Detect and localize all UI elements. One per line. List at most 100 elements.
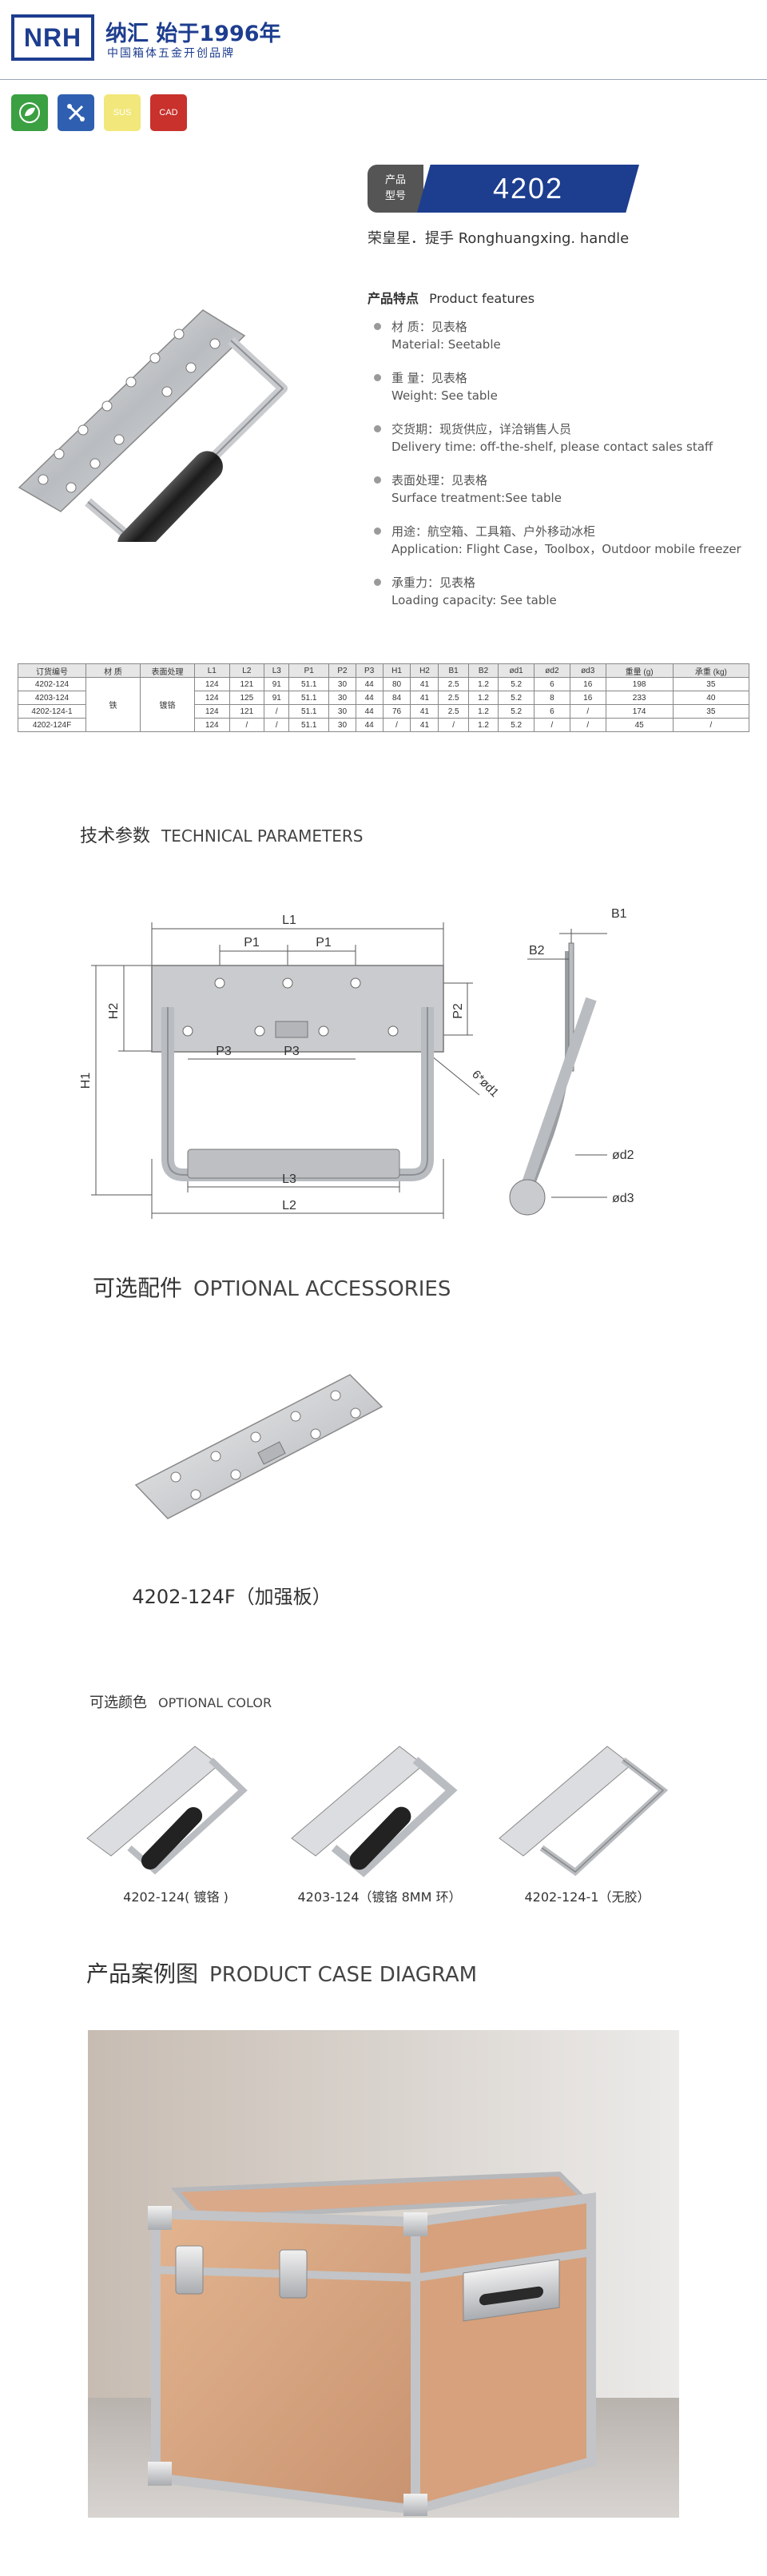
dim-d3: ød3 xyxy=(612,1192,634,1205)
table-row: 4202-124F 124 / / 51.1 30 44 / 41 / 1.2 … xyxy=(18,718,750,732)
bullet-icon xyxy=(374,476,381,484)
feature-list: 材 质：见表格 Material: Seetable 重 量：见表格 Weigh… xyxy=(374,318,765,625)
feature-item: 材 质：见表格 Material: Seetable xyxy=(374,318,765,353)
dim-l1: L1 xyxy=(282,914,296,927)
dim-p1: P1 xyxy=(316,936,332,950)
table-cell: 2.5 xyxy=(438,704,469,719)
table-cell: 6 xyxy=(534,704,570,719)
col-header: P1 xyxy=(288,663,330,678)
technical-title-en: TECHNICAL PARAMETERS xyxy=(161,826,364,846)
table-cell: / xyxy=(438,718,469,732)
features-title-zh: 产品特点 xyxy=(368,291,419,306)
color-caption-8mm: 4203-124（镀铬 8MM 环） xyxy=(297,1889,462,1905)
dim-h1: H1 xyxy=(80,1073,93,1089)
table-cell: 30 xyxy=(328,704,356,719)
table-cell: 1.2 xyxy=(467,704,499,719)
feature-en: Loading capacity: See table xyxy=(391,593,557,607)
model-label-badge: 产品 型号 xyxy=(368,165,423,213)
table-cell: 6 xyxy=(534,677,570,691)
product-photo xyxy=(18,309,288,542)
table-cell: 35 xyxy=(672,677,750,691)
table-cell: 91 xyxy=(264,677,290,691)
colors-title-en: OPTIONAL COLOR xyxy=(158,1695,272,1710)
case-title-zh: 产品案例图 xyxy=(86,1961,199,1987)
col-header: L2 xyxy=(229,663,265,678)
dim-b1: B1 xyxy=(611,907,627,921)
dim-p3: P3 xyxy=(216,1045,232,1058)
col-header: 材 质 xyxy=(85,663,141,678)
features-title-en: Product features xyxy=(429,291,535,306)
table-cell: 16 xyxy=(569,691,606,705)
feature-item: 用途：航空箱、工具箱、户外移动冰柜 Application: Flight Ca… xyxy=(374,523,765,558)
features-title: 产品特点 Product features xyxy=(368,288,535,307)
col-header: B2 xyxy=(467,663,499,678)
col-header: ød2 xyxy=(534,663,570,678)
table-cell: / xyxy=(534,718,570,732)
table-cell: 16 xyxy=(569,677,606,691)
spec-table: 订货编号 材 质 表面处理 L1 L2 L3 P1 P2 P3 H1 H2 B1… xyxy=(18,663,750,732)
table-cell: 76 xyxy=(382,704,411,719)
color-variant-no-rubber xyxy=(499,1746,669,1877)
table-cell: 121 xyxy=(229,704,265,719)
case-title-en: PRODUCT CASE DIAGRAM xyxy=(209,1963,478,1987)
technical-drawing: L1 P1 P1 H1 H2 P2 P3 P3 L3 L2 6*ød1 B1 B… xyxy=(80,907,634,1219)
col-header: B1 xyxy=(438,663,469,678)
case-photo xyxy=(88,2030,679,2518)
col-header: L3 xyxy=(264,663,290,678)
col-header: ød1 xyxy=(498,663,535,678)
color-variant-8mm xyxy=(291,1746,458,1877)
case-title: 产品案例图 PRODUCT CASE DIAGRAM xyxy=(86,1957,477,1989)
dim-d2: ød2 xyxy=(612,1149,634,1162)
col-header: H2 xyxy=(410,663,439,678)
feature-en: Application: Flight Case，Toolbox，Outdoor… xyxy=(391,542,741,556)
table-cell: 1.2 xyxy=(467,677,499,691)
table-header-row: 订货编号 材 质 表面处理 L1 L2 L3 P1 P2 P3 H1 H2 B1… xyxy=(18,663,750,678)
table-cell: 51.1 xyxy=(288,718,330,732)
feature-en: Material: Seetable xyxy=(391,337,501,352)
dim-p3: P3 xyxy=(284,1045,300,1058)
table-cell: / xyxy=(382,718,411,732)
feature-zh: 承重力：见表格 xyxy=(391,575,476,590)
dim-d1: 6*ød1 xyxy=(469,1068,501,1100)
table-cell: 51.1 xyxy=(288,691,330,705)
table-cell: / xyxy=(569,704,606,719)
leaf-icon xyxy=(11,94,48,131)
table-cell: 1.2 xyxy=(467,718,499,732)
table-row: 4203-124 124 125 91 51.1 30 44 84 41 2.5… xyxy=(18,691,750,705)
feature-zh: 材 质：见表格 xyxy=(391,320,467,334)
table-cell: 121 xyxy=(229,677,265,691)
table-row: 4202-124-1 124 121 / 51.1 30 44 76 41 2.… xyxy=(18,704,750,719)
table-cell: 40 xyxy=(672,691,750,705)
bullet-icon xyxy=(374,374,381,381)
dim-p1: P1 xyxy=(244,936,260,950)
color-caption-chrome: 4202-124( 镀铬 ) xyxy=(123,1889,229,1905)
bullet-icon xyxy=(374,528,381,535)
table-cell: 44 xyxy=(355,718,384,732)
sus-label: SUS xyxy=(113,108,132,117)
accessory-caption: 4202-124F（加强板） xyxy=(132,1586,332,1608)
col-header: L1 xyxy=(194,663,230,678)
table-cell: 5.2 xyxy=(498,718,535,732)
table-cell: 41 xyxy=(410,677,439,691)
table-cell: 44 xyxy=(355,704,384,719)
table-cell: 41 xyxy=(410,718,439,732)
spec-table-body: 4202-124 铁 镀铬 124 121 91 51.1 30 44 80 4… xyxy=(18,677,750,732)
cad-label: CAD xyxy=(159,108,178,117)
brand-title: 纳汇 始于1996年 xyxy=(105,22,281,46)
col-header: H1 xyxy=(382,663,411,678)
brand-logo[interactable]: NRH xyxy=(11,14,94,61)
table-cell: 124 xyxy=(194,677,230,691)
table-cell: 5.2 xyxy=(498,691,535,705)
table-cell: 4202-124 xyxy=(18,677,86,691)
col-header: ød3 xyxy=(569,663,606,678)
table-cell: 41 xyxy=(410,691,439,705)
table-cell: 4203-124 xyxy=(18,691,86,705)
feature-item: 重 量：见表格 Weight: See table xyxy=(374,369,765,404)
feature-zh: 表面处理：见表格 xyxy=(391,473,488,488)
tools-icon xyxy=(58,94,94,131)
feature-en: Weight: See table xyxy=(391,388,498,403)
dim-l2: L2 xyxy=(282,1199,296,1212)
table-cell: 84 xyxy=(382,691,411,705)
